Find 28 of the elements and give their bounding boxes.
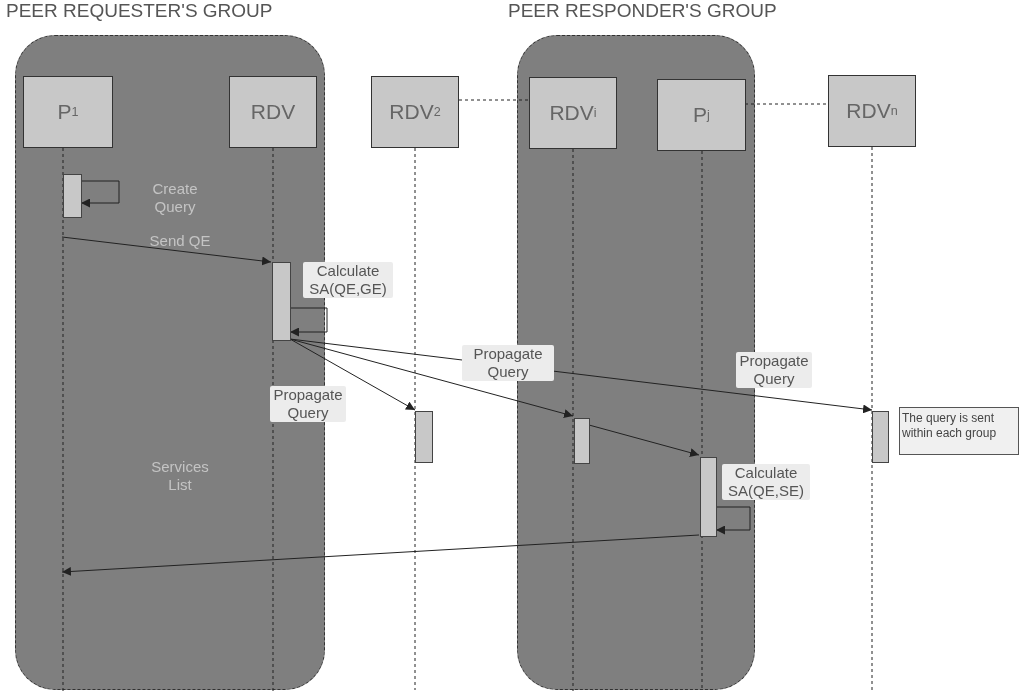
- message-label: Propagate Query: [462, 345, 554, 381]
- message-arrow: [61, 236, 272, 266]
- self-message-arrow: [80, 180, 120, 208]
- dotted-connector: [458, 99, 529, 101]
- message-label: Services List: [150, 458, 210, 494]
- participant-box: RDV: [229, 76, 317, 148]
- dotted-connector: [744, 103, 829, 105]
- message-arrow: [289, 338, 416, 411]
- activation-bar: [574, 418, 590, 464]
- message-label: Calculate SA(QE,SE): [722, 464, 810, 500]
- self-message-arrow: [715, 506, 751, 535]
- note-box: The query is sent within each group: [899, 407, 1019, 455]
- lifeline: [59, 148, 67, 691]
- activation-bar: [272, 262, 291, 341]
- activation-bar: [700, 457, 717, 537]
- activation-bar: [872, 411, 889, 463]
- message-label: Send QE: [148, 232, 212, 250]
- message-arrow: [588, 424, 700, 457]
- group-heading: PEER RESPONDER'S GROUP: [508, 0, 777, 22]
- message-label: Propagate Query: [270, 386, 346, 422]
- message-label: Propagate Query: [736, 352, 812, 388]
- activation-bar: [63, 174, 82, 218]
- message-label: Create Query: [151, 180, 199, 216]
- message-label: Calculate SA(QE,GE): [303, 262, 393, 298]
- self-message-arrow: [289, 307, 328, 337]
- activation-bar: [415, 411, 433, 463]
- group-heading: PEER REQUESTER'S GROUP: [6, 0, 273, 22]
- message-arrow: [61, 534, 700, 576]
